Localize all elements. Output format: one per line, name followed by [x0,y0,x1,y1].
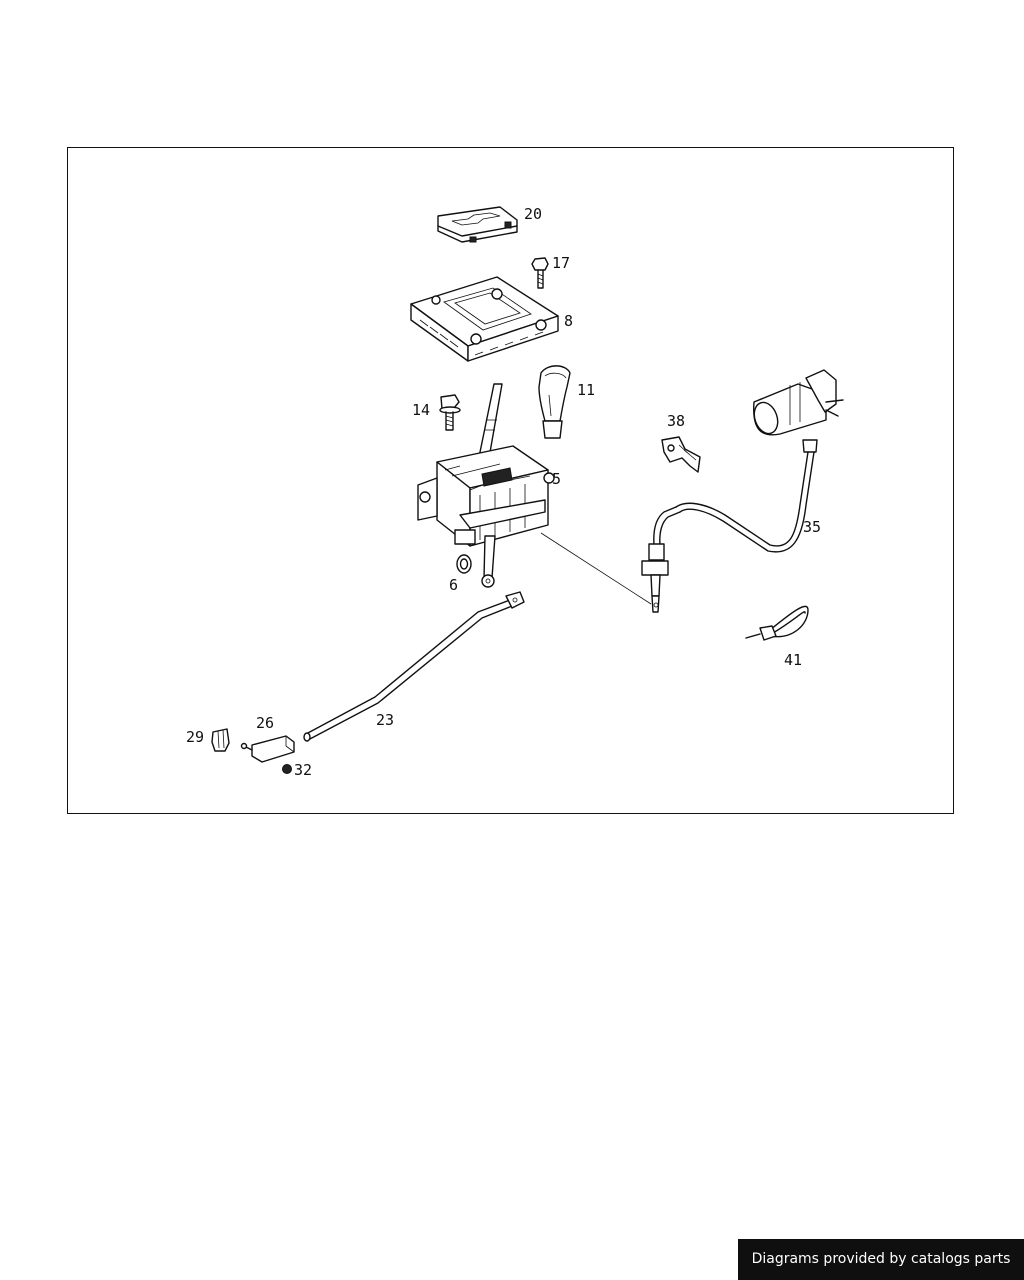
callout-20: 20 [524,205,542,223]
part-23-shift-rod[interactable] [303,591,525,742]
callout-17: 17 [552,254,570,272]
callout-11: 11 [577,381,595,399]
part-38-clip[interactable] [661,436,701,473]
callout-38: 38 [667,412,685,430]
callout-26: 26 [256,714,274,732]
part-29-clip[interactable] [211,728,230,752]
part-20-gate-cover[interactable] [437,206,518,243]
callout-41: 41 [784,651,802,669]
callout-6: 6 [449,576,458,594]
callout-23: 23 [376,711,394,729]
diagram-frame [67,147,954,814]
leader-line [540,532,652,605]
part-35-cable-actuator[interactable] [641,369,844,613]
callout-32: 32 [294,761,312,779]
callout-8: 8 [564,312,573,330]
callout-29: 29 [186,728,204,746]
part-11-shift-knob[interactable] [538,365,571,439]
credit-banner: Diagrams provided by catalogs parts [738,1239,1024,1280]
part-5-shifter-assembly[interactable] [417,383,555,588]
part-8-frame[interactable] [410,276,559,362]
part-14-bolt[interactable] [439,394,461,431]
part-6-grommet[interactable] [456,554,472,574]
part-26-link-end[interactable] [240,735,295,763]
part-17-bolt[interactable] [531,257,549,289]
callout-5: 5 [552,470,561,488]
callout-14: 14 [412,401,430,419]
part-32-nut[interactable] [282,764,292,774]
part-41-cable-tie[interactable] [745,605,809,641]
callout-35: 35 [803,518,821,536]
